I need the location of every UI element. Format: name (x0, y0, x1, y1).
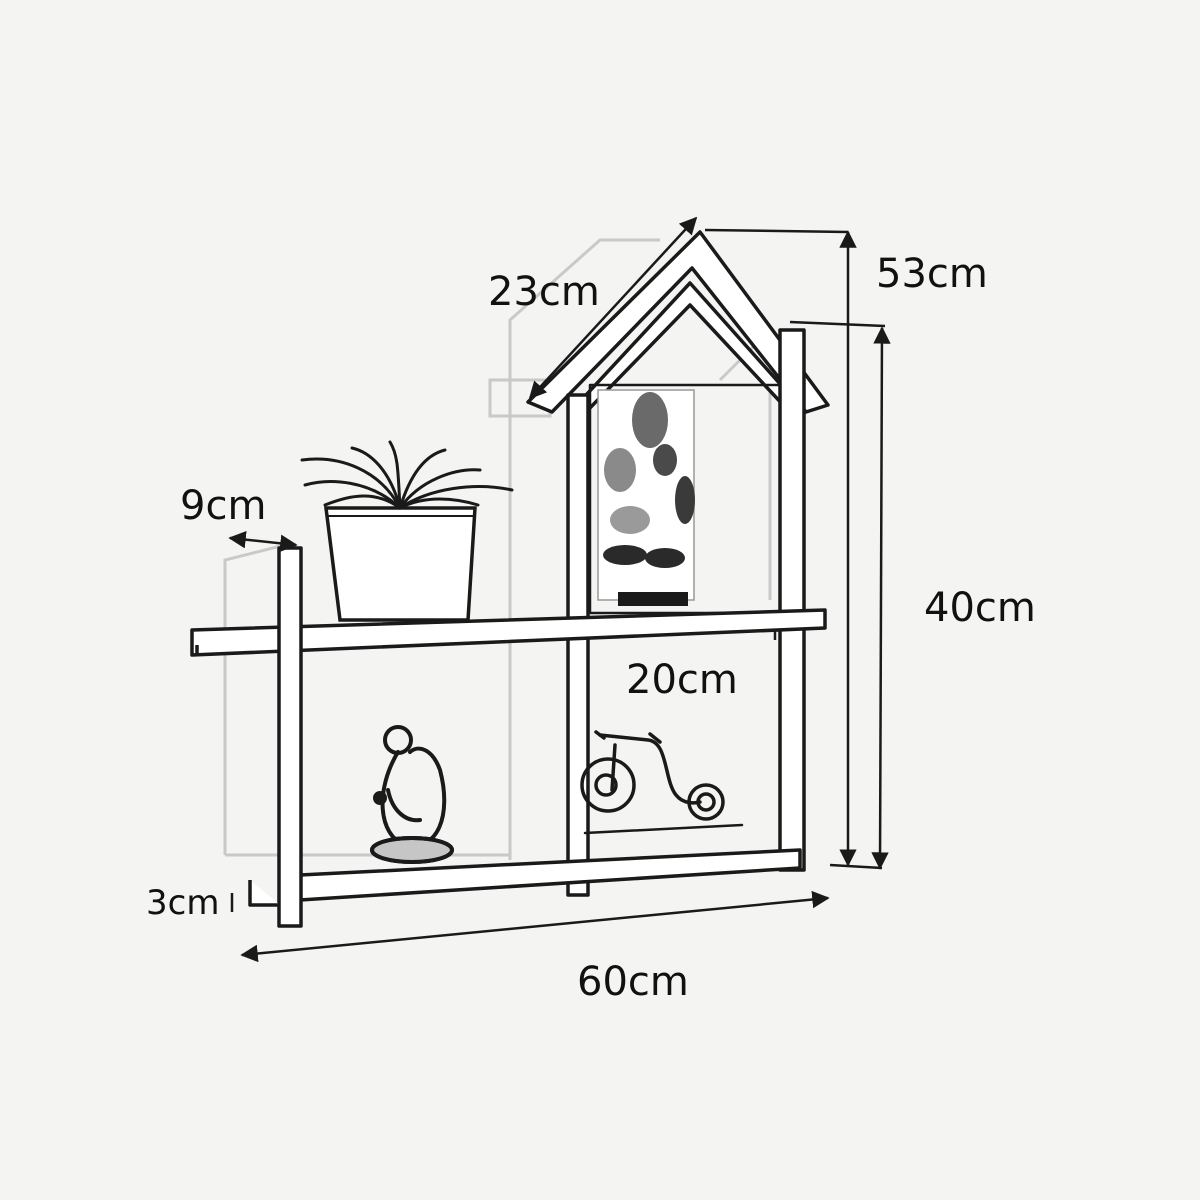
potted-plant (300, 440, 514, 622)
figurine (370, 725, 454, 864)
right-post (778, 328, 806, 872)
plant-leaves (300, 440, 514, 510)
body-height-label: 40cm (924, 585, 1036, 631)
pot (324, 506, 477, 622)
total-width-label: 60cm (577, 959, 689, 1005)
total-height-label: 53cm (876, 251, 988, 297)
roof-slope-label: 23cm (488, 269, 600, 315)
shelf-depth-label: 9cm (180, 483, 267, 529)
board-thickness-label: 3cm (146, 883, 220, 923)
bottom-board (298, 848, 802, 902)
cell-height-label: 20cm (626, 657, 738, 703)
picture-frame (597, 389, 695, 606)
front-left-leg (277, 546, 303, 928)
middle-board (190, 608, 827, 657)
left-post (566, 393, 590, 897)
bicycle-ornament (580, 730, 744, 835)
dimension-lines (228, 216, 891, 963)
